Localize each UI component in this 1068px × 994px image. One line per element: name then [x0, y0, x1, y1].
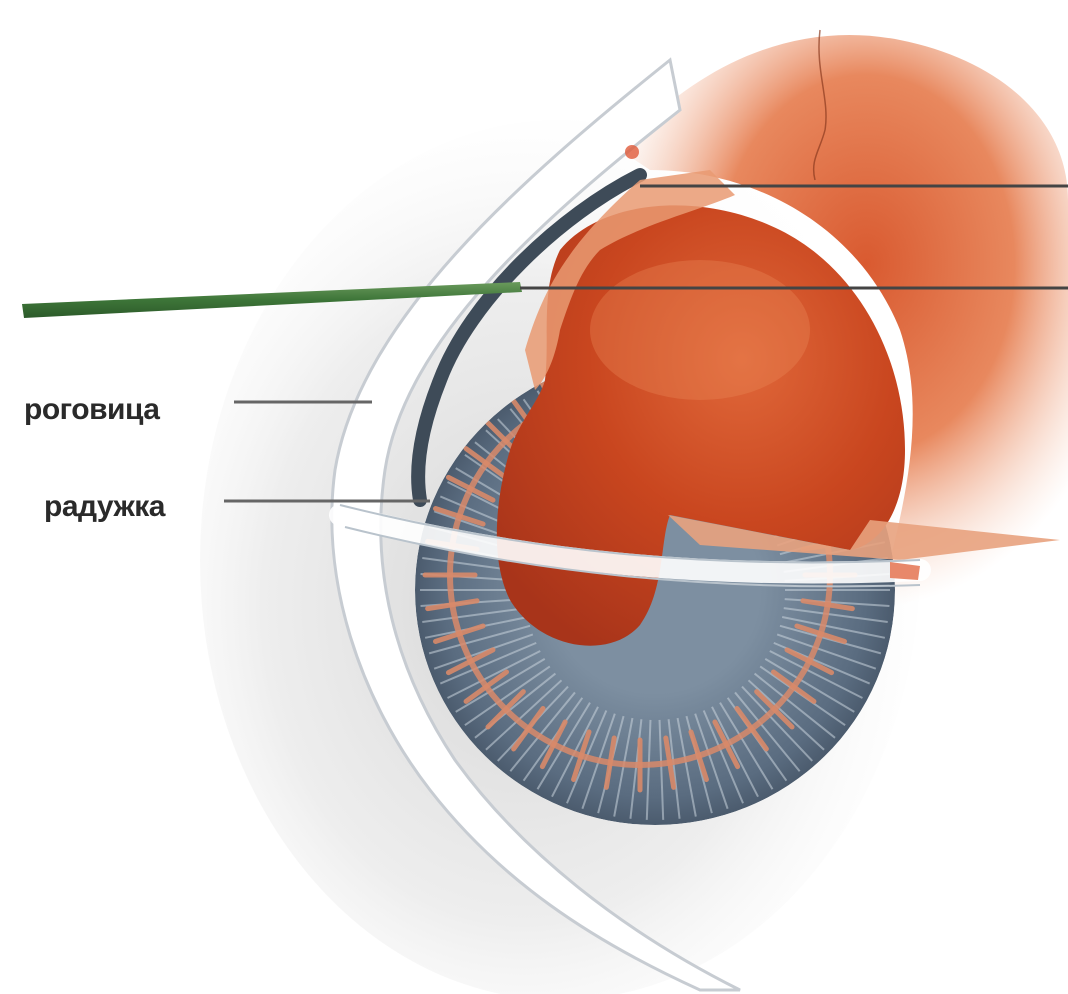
- lens-highlight: [590, 260, 810, 400]
- label-cornea: роговица: [24, 395, 159, 425]
- label-iris: радужка: [44, 492, 165, 522]
- red-spot: [625, 145, 639, 159]
